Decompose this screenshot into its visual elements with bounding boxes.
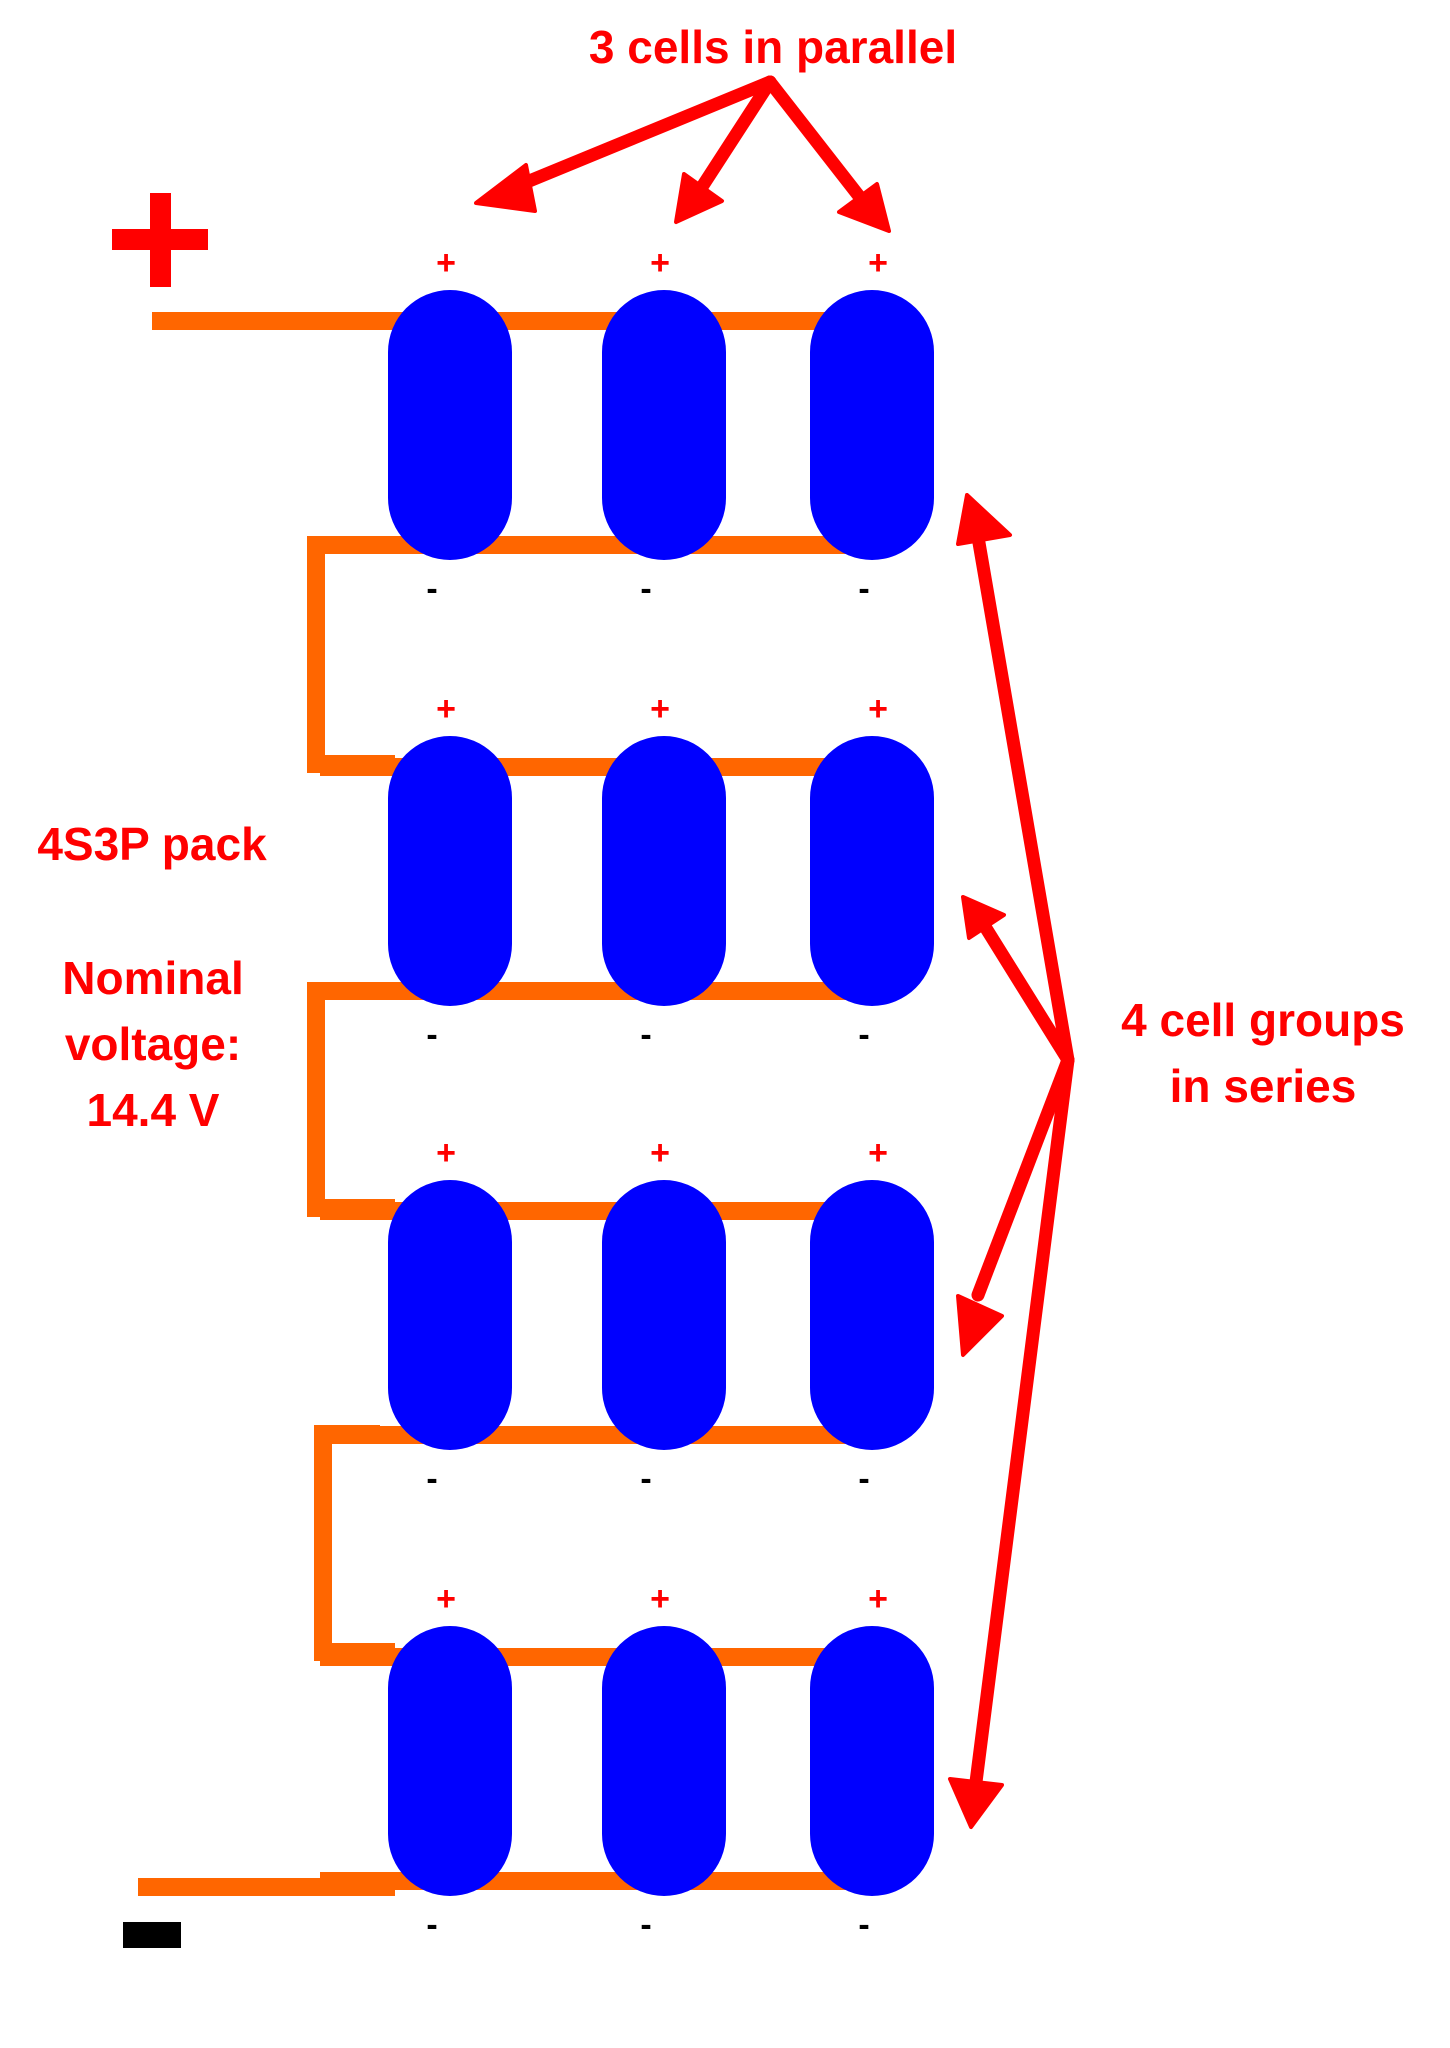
parallel-arrow-right-head [837, 182, 891, 233]
battery-cell [602, 736, 726, 1006]
series-arrow-group3-head [956, 1294, 1004, 1357]
battery-cell [388, 1180, 512, 1450]
cell-negative-mark: - [426, 1906, 437, 1944]
annotation-arrows [474, 75, 1075, 1829]
parallel-arrow-middle-head [674, 172, 724, 224]
series-annotation-line2: in series [1170, 1060, 1357, 1112]
cell-negative-mark: - [426, 1460, 437, 1498]
cell-positive-mark: + [868, 690, 888, 728]
battery-cell [810, 290, 934, 560]
cell-positive-mark: + [868, 1134, 888, 1172]
series-arrow-group4-shaft [969, 1053, 1075, 1789]
parallel-arrow-right-shaft [763, 75, 869, 207]
positive-symbol-vertical [150, 193, 171, 287]
series-arrow-group4-head [948, 1777, 1004, 1829]
battery-cell [388, 736, 512, 1006]
cell-negative-mark: - [426, 1016, 437, 1054]
series-annotation-line1: 4 cell groups [1121, 994, 1405, 1046]
parallel-arrow-left-head [474, 163, 537, 213]
cell-negative-mark: - [640, 1906, 651, 1944]
cell-group-2: + - + - + - [320, 690, 934, 1054]
cell-positive-mark: + [650, 244, 670, 282]
battery-cell [602, 1180, 726, 1450]
negative-terminal [123, 1878, 395, 1948]
cell-negative-mark: - [858, 1906, 869, 1944]
cell-negative-mark: - [858, 570, 869, 608]
series-arrow-group2-head [961, 895, 1006, 940]
parallel-arrow-middle-shaft [693, 75, 777, 197]
parallel-annotation: 3 cells in parallel [589, 21, 957, 73]
series-arrow-group2-shaft [977, 918, 1075, 1067]
parallel-arrow-left-shaft [498, 75, 777, 198]
battery-cell [810, 736, 934, 1006]
voltage-label-line1: Nominal [62, 952, 243, 1004]
battery-cell [810, 1626, 934, 1896]
battery-cell [602, 1626, 726, 1896]
cell-positive-mark: + [436, 690, 456, 728]
cell-negative-mark: - [640, 1460, 651, 1498]
voltage-label-line3: 14.4 V [87, 1084, 220, 1136]
cell-positive-mark: + [650, 1134, 670, 1172]
battery-cell [602, 290, 726, 560]
cell-positive-mark: + [436, 1580, 456, 1618]
cell-positive-mark: + [650, 1580, 670, 1618]
cell-negative-mark: - [426, 570, 437, 608]
cell-negative-mark: - [858, 1016, 869, 1054]
cell-negative-mark: - [858, 1460, 869, 1498]
series-arrow-group1-head [956, 493, 1012, 546]
battery-cell [388, 1626, 512, 1896]
series-link-2-3 [307, 982, 395, 1217]
cell-positive-mark: + [650, 690, 670, 728]
series-link-1-2 [307, 536, 395, 773]
positive-terminal [112, 193, 395, 330]
cell-group-4: + - + - + - [320, 1580, 934, 1944]
cell-positive-mark: + [436, 244, 456, 282]
cell-negative-mark: - [640, 1016, 651, 1054]
cell-positive-mark: + [868, 244, 888, 282]
series-link-3-4 [314, 1425, 395, 1661]
battery-cell [388, 290, 512, 560]
battery-cell [810, 1180, 934, 1450]
negative-symbol [123, 1922, 181, 1948]
cell-group-3: + - + - + - [320, 1134, 934, 1498]
cell-group-1: + - + - + - [320, 244, 934, 608]
voltage-label-line2: voltage: [65, 1018, 241, 1070]
cell-positive-mark: + [868, 1580, 888, 1618]
series-arrow-group3-shaft [971, 1053, 1075, 1302]
cell-groups: + - + - + - + - + - + - + - + - + - + - + - + - [320, 244, 934, 1944]
cell-positive-mark: + [436, 1134, 456, 1172]
cell-negative-mark: - [640, 570, 651, 608]
series-arrow-group1-shaft [971, 530, 1075, 1067]
pack-name-label: 4S3P pack [37, 818, 267, 870]
